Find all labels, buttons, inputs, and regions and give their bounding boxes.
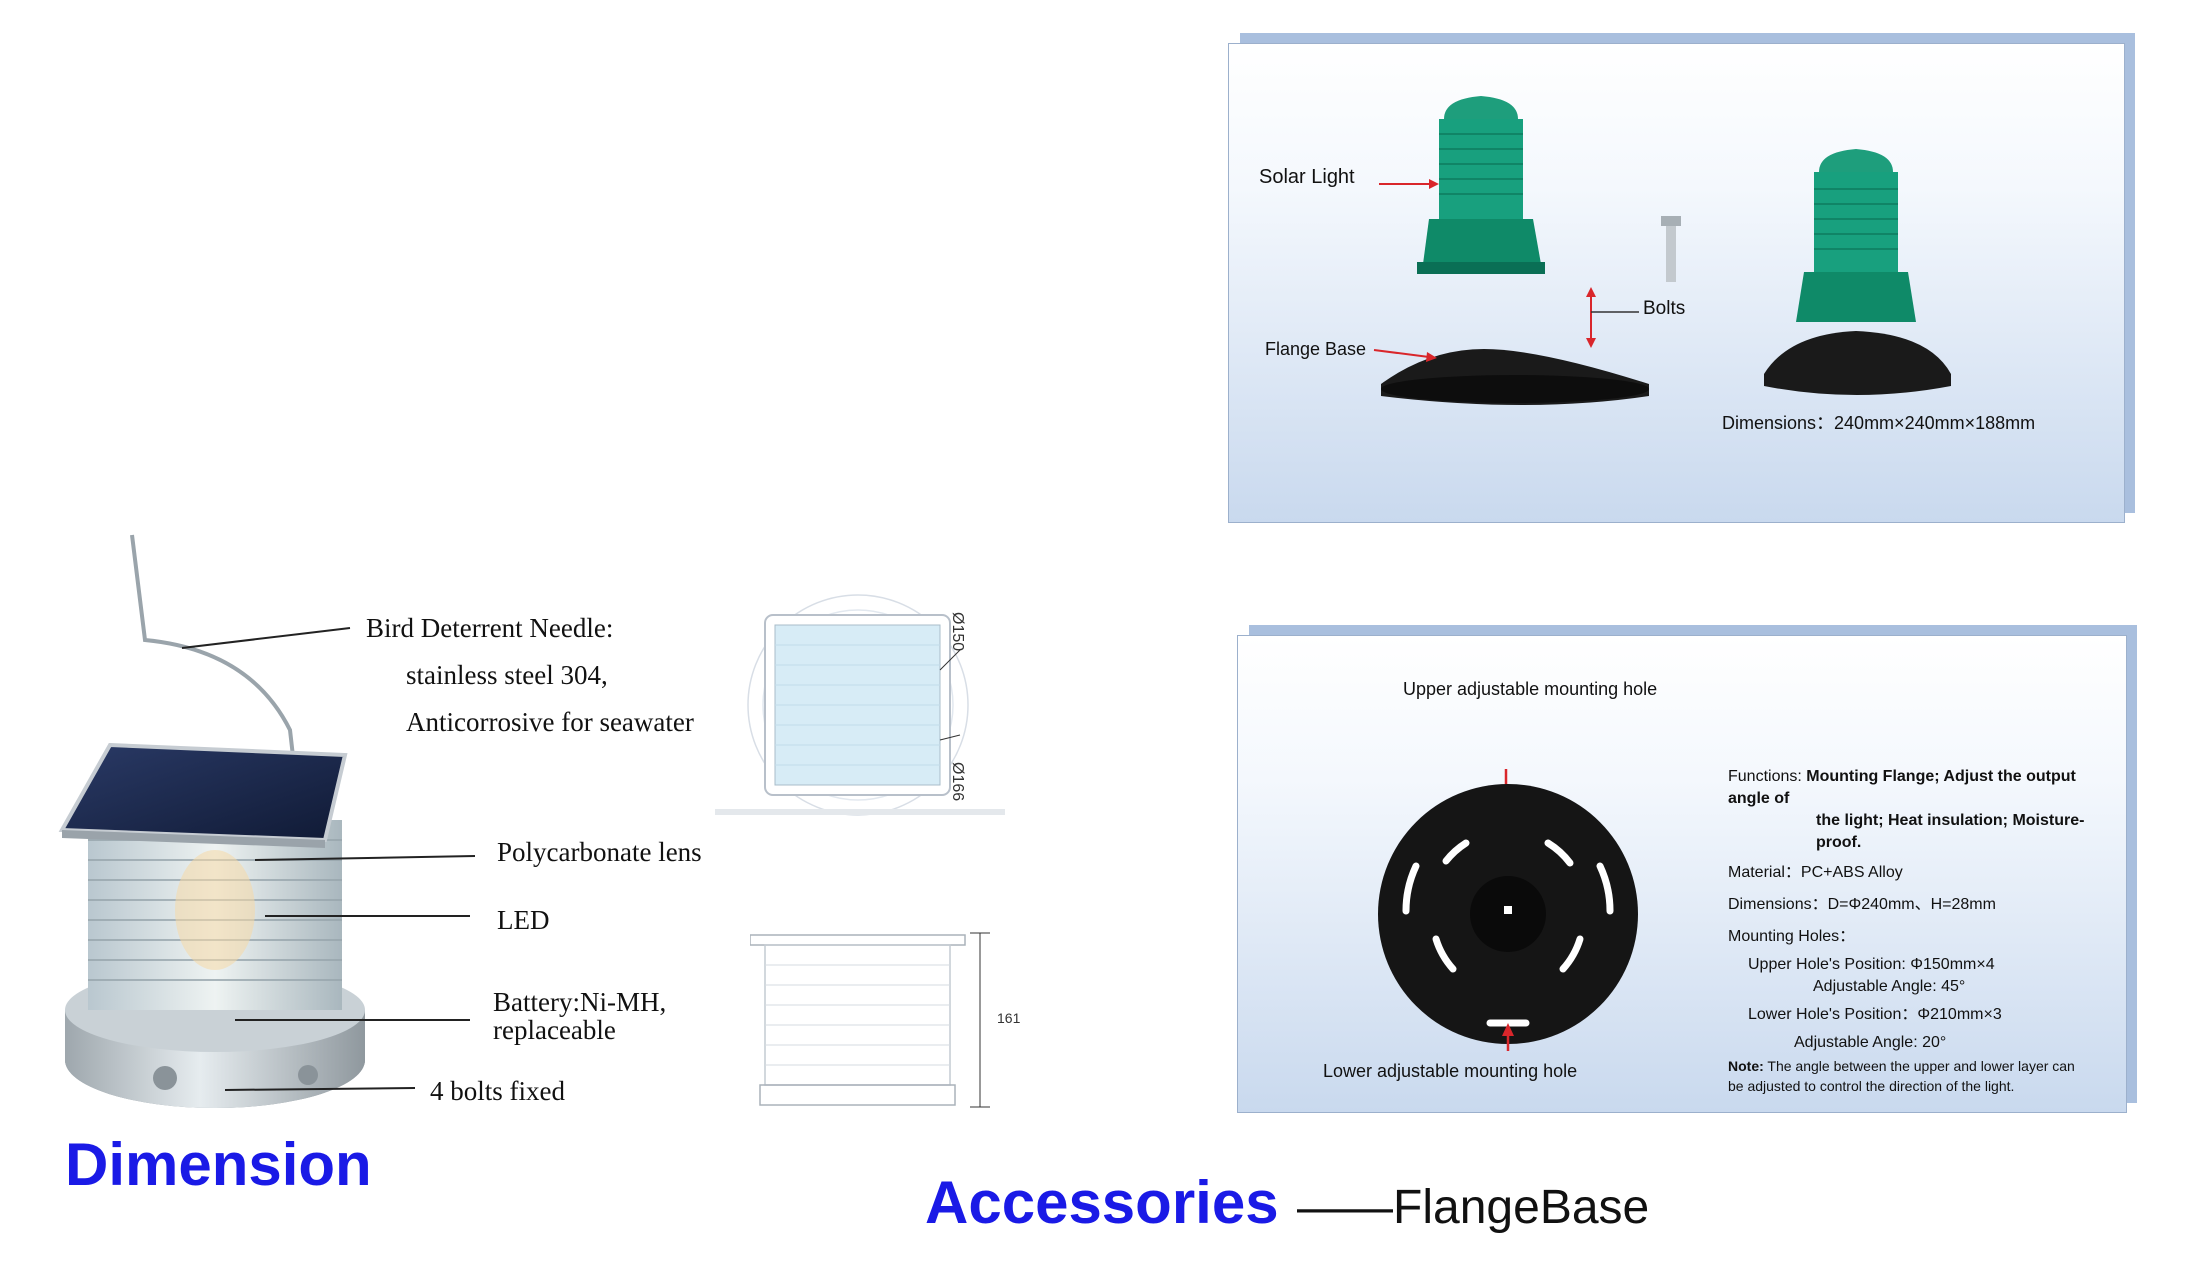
side-view-drawing <box>750 932 990 1108</box>
battery-callout-line1: Battery:Ni-MH, <box>493 987 667 1017</box>
needle-callout-line2: stainless steel 304, <box>406 660 608 690</box>
battery-callout-line2: replaceable <box>493 1015 616 1045</box>
accessories-heading: Accessories <box>925 1169 1279 1236</box>
lower-hole-label: Lower adjustable mounting hole <box>1323 1061 1578 1081</box>
assembly-dimensions: Dimensions：240mm×240mm×188mm <box>1722 413 2036 433</box>
heading-dash: —— <box>1297 1181 1394 1234</box>
functions-value-2: the light; Heat insulation; Moisture-pro… <box>1816 812 2085 851</box>
dimensions-row: Dimensions：D=Φ240mm、H=28mm <box>1728 896 1996 913</box>
lower-position-row: Lower Hole's Position：Φ210mm×3 <box>1748 1006 2002 1023</box>
material-row: Material：PC+ABS Alloy <box>1728 864 1903 881</box>
bolts-callout: 4 bolts fixed <box>430 1076 565 1106</box>
note-label: Note: <box>1728 1058 1764 1074</box>
dia-150-label: Ø150 <box>949 612 966 652</box>
solar-light-product-image <box>58 534 365 1108</box>
callout-lines <box>181 627 476 1091</box>
assembly-illustration <box>1373 96 1951 405</box>
note-row: Note: The angle between the upper and lo… <box>1728 1056 2118 1076</box>
top-view-drawing <box>715 594 1005 816</box>
lens-callout: Polycarbonate lens <box>497 837 702 867</box>
solar-light-label: Solar Light <box>1259 166 1355 188</box>
flange-top-view <box>1378 769 1638 1051</box>
note-text-1: The angle between the upper and lower la… <box>1767 1058 2075 1074</box>
accessories-heading-row: Accessories ——FlangeBase <box>925 1168 1649 1237</box>
mounting-holes-row: Mounting Holes： <box>1728 928 1856 945</box>
note-text-2: be adjusted to control the direction of … <box>1728 1078 2015 1094</box>
bolts-label: Bolts <box>1643 298 1686 319</box>
flange-base-label: Flange Base <box>1265 339 1367 359</box>
flangebase-subtitle: FlangeBase <box>1393 1181 1650 1234</box>
upper-position-row: Upper Hole's Position: Φ150mm×4 <box>1748 956 1995 973</box>
led-callout: LED <box>497 905 550 935</box>
upper-hole-label: Upper adjustable mounting hole <box>1403 679 1658 699</box>
battery-callout: Battery:Ni-MH, replaceable <box>493 988 666 1044</box>
height-label: 161 <box>997 1010 1021 1026</box>
needle-callout: Bird Deterrent Needle: stainless steel 3… <box>366 612 694 739</box>
flange-specs-panel: Upper adjustable mounting hole Lower adj… <box>1237 635 2127 1113</box>
mounting-diagram-panel: Solar Light Bolts Flange Base Dimensions… <box>1228 43 2125 523</box>
lower-angle-row: Adjustable Angle: 20° <box>1794 1034 1947 1051</box>
needle-callout-line3: Anticorrosive for seawater <box>406 707 694 737</box>
needle-callout-line1: Bird Deterrent Needle: <box>366 613 614 643</box>
functions-label: Functions: <box>1728 768 1802 785</box>
dimension-heading: Dimension <box>65 1131 372 1198</box>
functions-row: Functions: Mounting Flange; Adjust the o… <box>1728 766 2118 810</box>
dia-166-label: Ø166 <box>949 762 966 802</box>
flange-spec-list: Functions: Mounting Flange; Adjust the o… <box>1728 766 2118 1096</box>
upper-angle-row: Adjustable Angle: 45° <box>1813 978 1966 995</box>
functions-value-1: Mounting Flange; Adjust the output angle… <box>1728 768 2076 807</box>
